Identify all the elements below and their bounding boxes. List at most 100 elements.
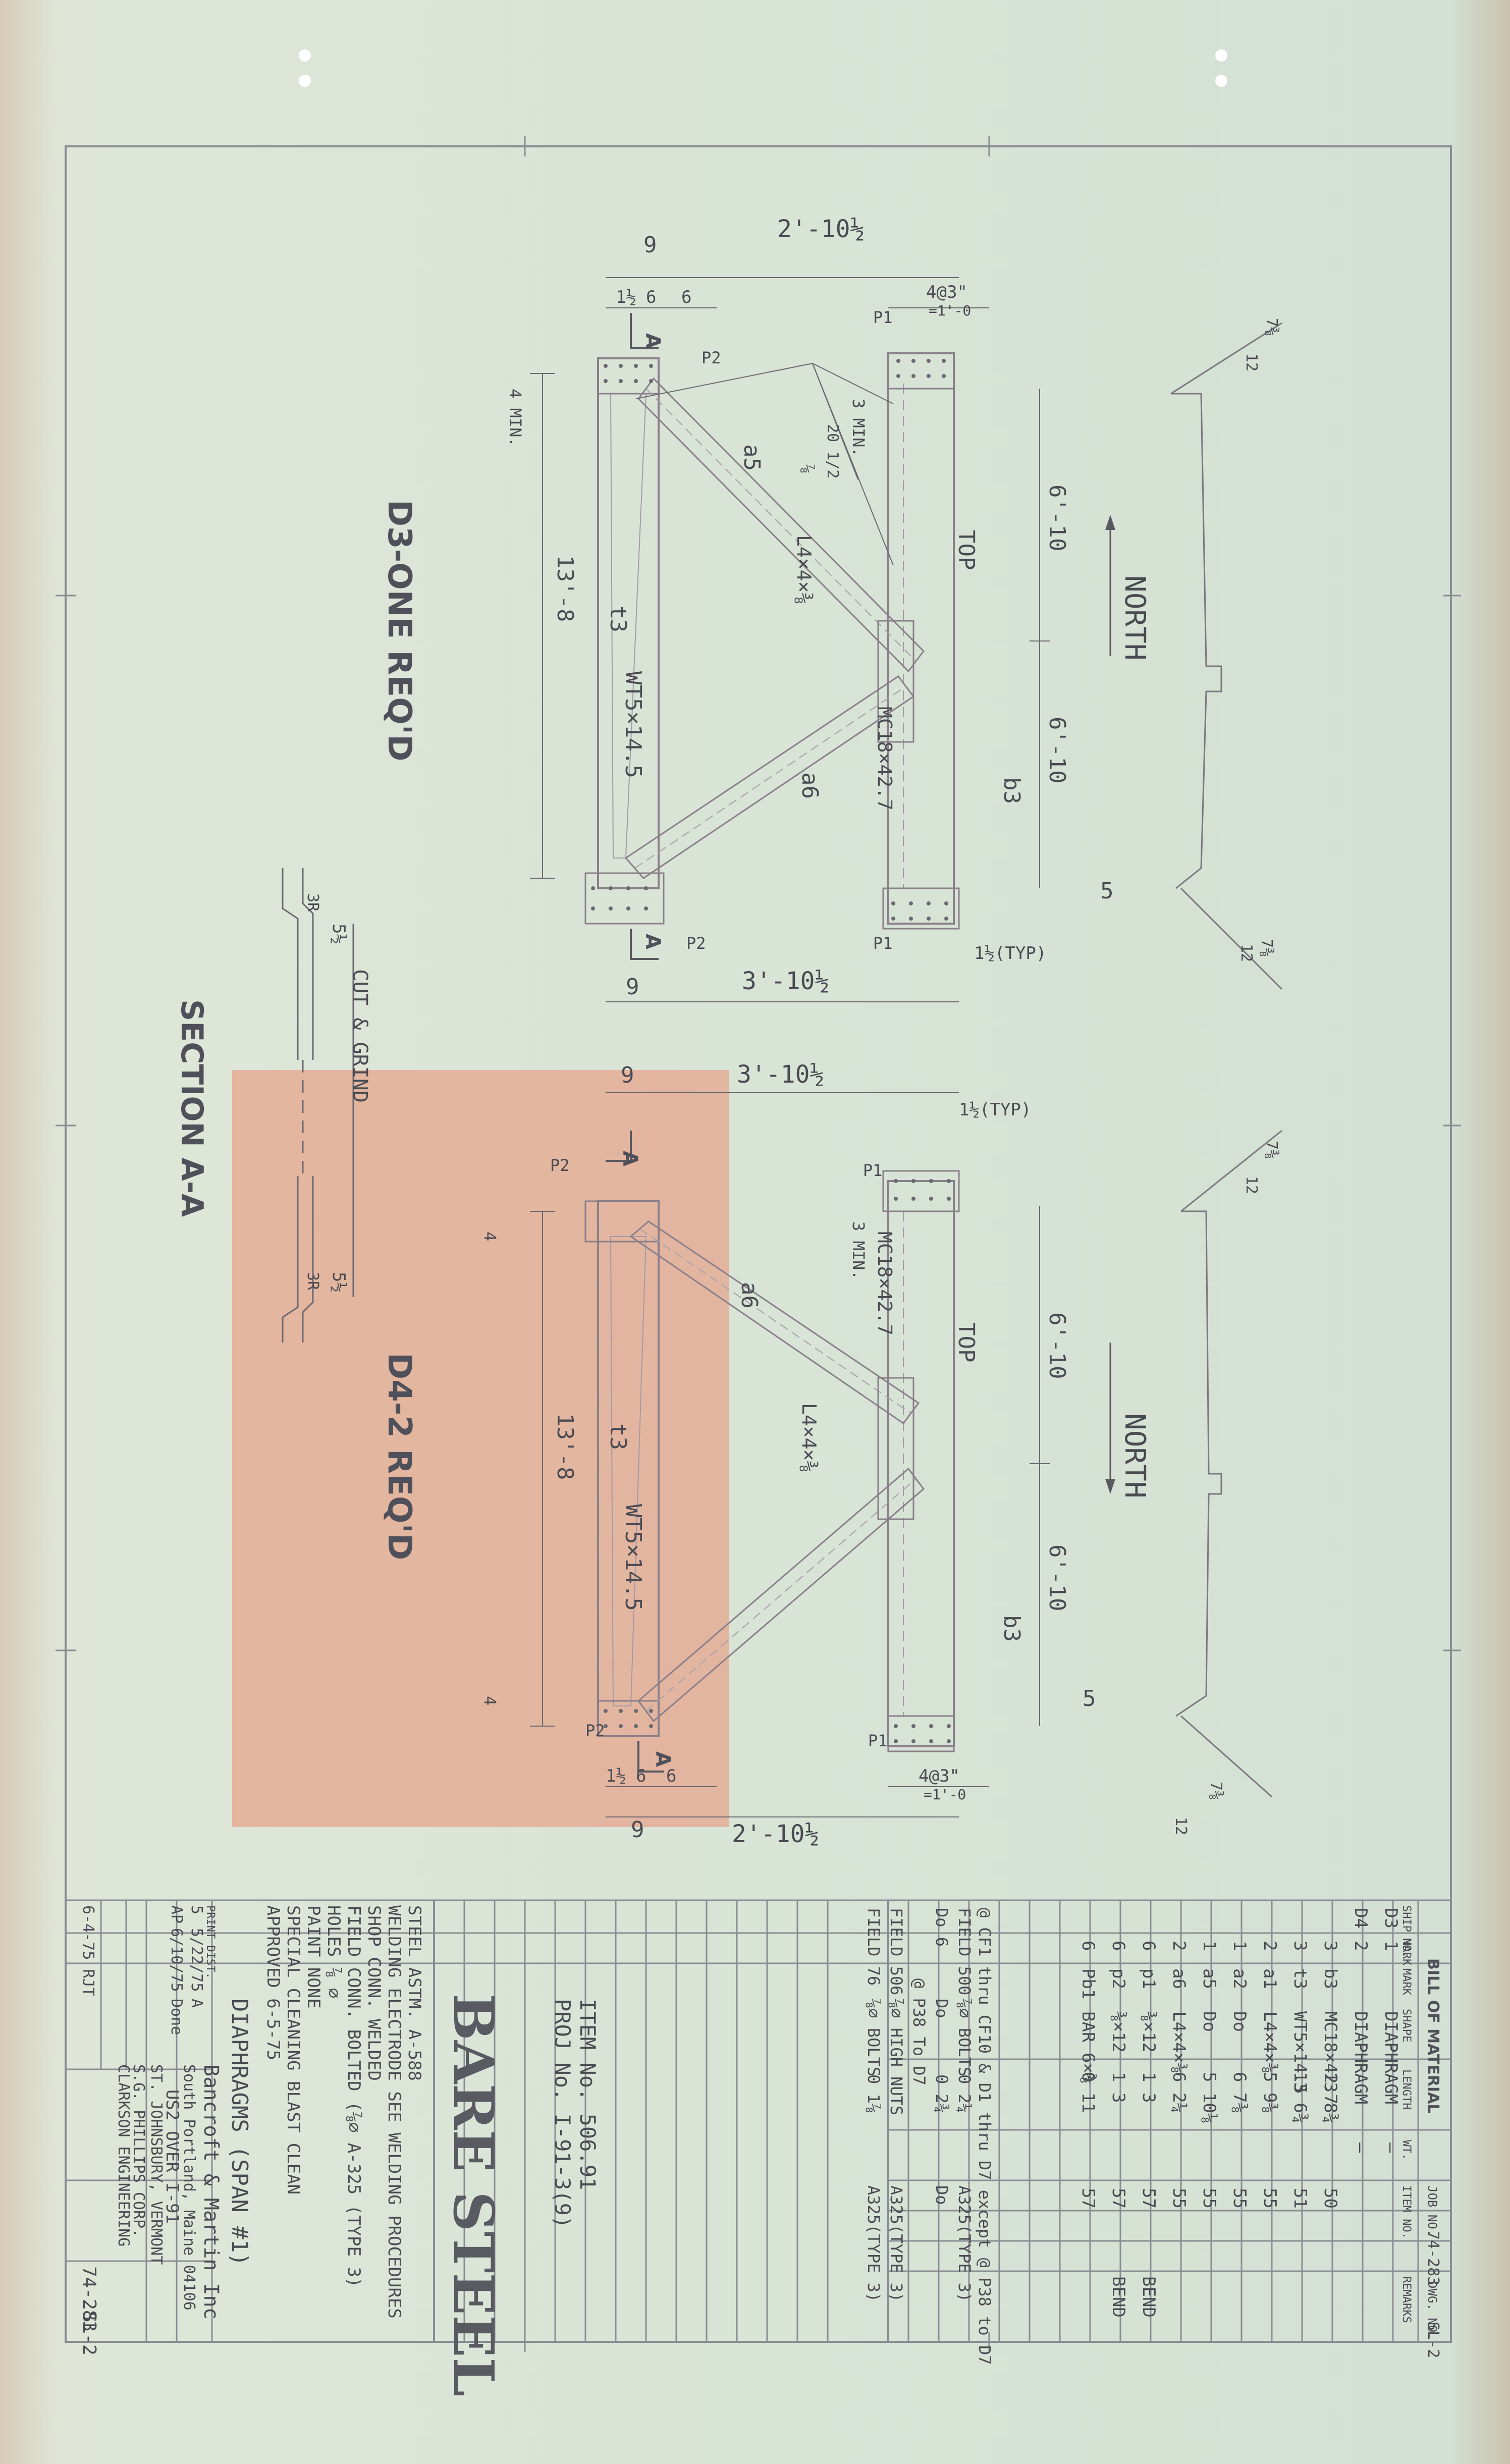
- revision-cell: A: [188, 1999, 205, 2008]
- d4-view: [530, 1092, 1282, 1817]
- field-bolt-cell: Do: [932, 2185, 951, 2205]
- bom-header-length: LENGTH: [1400, 2069, 1413, 2109]
- section-a-a-label: SECTION A-A: [174, 999, 209, 1217]
- d3-member-a5: a5: [739, 444, 765, 471]
- title-drawn: 6-4-75 RJT: [79, 1905, 97, 1997]
- d3-weld: 20 1/2: [824, 424, 841, 478]
- d4-plate-p2-top: [584, 1200, 660, 1243]
- revision-cell: 6/10/75: [168, 1928, 185, 1992]
- field-bolt-cell: 0 2¾: [932, 2074, 951, 2113]
- d4-dim-9-top: 9: [621, 1062, 634, 1088]
- bom-cell: 57: [1139, 2188, 1159, 2209]
- bom-cell: 5 9⅜: [1260, 2072, 1280, 2113]
- d4-dim-1-5: 1½: [606, 1766, 626, 1786]
- bom-cell: 6 7⅜: [1229, 2072, 1250, 2113]
- field-bolt-cell: FIELD 500: [955, 1908, 974, 1995]
- field-bolt-cell: ⅞⌀ BOLTS: [955, 1999, 974, 2076]
- d3-elevation: [1171, 393, 1222, 889]
- title-location: ST. JOHNSBURY, VERMONT: [147, 2064, 165, 2265]
- section-radius-b: 3R: [304, 1272, 321, 1291]
- title-job-no: 74-283: [79, 2266, 99, 2332]
- d3-num-5: 5: [1100, 878, 1114, 904]
- d4-center-gusset: [877, 1377, 914, 1520]
- bom-cell: 55: [1229, 2188, 1250, 2209]
- d4-dim-spacing-sub: =1'-0: [924, 1786, 966, 1803]
- d3-north-label: NORTH: [1118, 575, 1151, 661]
- d3-dim-9-top: 9: [643, 232, 657, 258]
- d3-typ: 1½(TYP): [974, 943, 1046, 963]
- bom-cell: BAR 6×⅜: [1078, 2011, 1098, 2083]
- bom-title: BILL OF MATERIAL: [1424, 1958, 1442, 2113]
- d3-slope-7-bottom: 7⅜: [1258, 939, 1275, 957]
- field-bolt-cell: ⅞⌀ HIGH NUTS: [887, 1999, 906, 2115]
- field-bolt-cell: A325(TYPE 3): [955, 2185, 974, 2302]
- d3-dim-6-b: 6: [681, 287, 691, 307]
- field-bolt-cell: ⅞⌀ BOLTS: [864, 1999, 883, 2076]
- bom-cell: a5: [1199, 1968, 1219, 1989]
- d3-dim-3min: 3 MIN.: [849, 399, 868, 457]
- d3-plate-p1-bottom: [882, 887, 960, 930]
- title-block-grid: [65, 1899, 1452, 2343]
- d4-dim-half-a: 6'-10: [1044, 1312, 1070, 1379]
- bom-header-remarks: REMARKS: [1400, 2276, 1413, 2323]
- title-customer: S.G. PHILLIPS CORP.: [130, 2064, 147, 2237]
- d4-member-a6: a6: [736, 1282, 762, 1309]
- bom-cell: 1: [1199, 1941, 1219, 1951]
- bom-cell: 51: [1290, 2188, 1310, 2209]
- bom-cell: Do: [1229, 2011, 1250, 2032]
- d3-member-b3: b3: [999, 777, 1024, 804]
- title-proj-no: PROJ No. I-91-3(9): [550, 1999, 575, 2228]
- bom-cell: DIAPHRAGM: [1381, 2011, 1401, 2104]
- field-bolt-cell: FIELD 506: [887, 1908, 906, 1995]
- bom-cell: 1: [1229, 1941, 1250, 1951]
- d4-dim-4-top: 4: [480, 1231, 500, 1241]
- title-steel-astm: STEEL ASTM. A-588: [404, 1905, 424, 2081]
- field-bolt-cell: Do 6: [932, 1908, 951, 1947]
- d4-diagonal-upper: [629, 1220, 920, 1425]
- field-bolt-cell: 0 2¼: [955, 2074, 974, 2113]
- bom-cell: 13 8¾: [1320, 2072, 1340, 2123]
- revision-cell: Done: [168, 1999, 185, 2035]
- d4-dim-6-a: 6: [636, 1766, 646, 1786]
- bom-cell: MC18×42.7: [1320, 2011, 1340, 2104]
- punch-hole: [1215, 49, 1227, 62]
- d3-center-gusset: [877, 620, 914, 743]
- bom-cell: 2: [1260, 1941, 1280, 1951]
- bom-cell: 6: [1139, 1941, 1159, 1951]
- bom-cell: 6: [1078, 1941, 1098, 1951]
- d3-section-mark-top: A: [641, 333, 664, 349]
- bom-cell: 50: [1320, 2188, 1340, 2209]
- bom-cell: 6 2¼: [1169, 2072, 1189, 2113]
- title-paint: PAINT NONE: [303, 1905, 323, 2009]
- d4-member-p2-top: P2: [550, 1156, 570, 1175]
- bom-cell: ⅜×12: [1108, 2011, 1128, 2053]
- bom-cell: 13 6¾: [1290, 2072, 1310, 2123]
- bom-cell: a6: [1169, 1968, 1189, 1989]
- d4-view-label: D4-2 REQ'D: [381, 1353, 418, 1560]
- revision-cell: 5: [188, 1905, 205, 1914]
- bom-cell: 57: [1108, 2188, 1128, 2209]
- d4-typ: 1½(TYP): [959, 1100, 1031, 1120]
- field-bolt-cell: 0 1⅞: [864, 2074, 883, 2113]
- d4-dim-6-b: 6: [666, 1766, 676, 1786]
- bom-cell: Pb1: [1078, 1968, 1098, 1999]
- title-bare-steel: BARE STEEL: [441, 1994, 506, 2396]
- bom-job-no-label: JOB NO.: [1425, 2185, 1439, 2236]
- bom-cell: D3: [1381, 1908, 1401, 1929]
- d4-diagonal-lower: [637, 1467, 925, 1723]
- bom-cell: 55: [1169, 2188, 1189, 2209]
- bom-header-mark: MARK: [1400, 1968, 1413, 1996]
- d4-member-t3: t3: [605, 1423, 631, 1450]
- d4-member-p1-top: P1: [863, 1161, 883, 1180]
- d4-section-mark-top: A: [618, 1151, 641, 1166]
- title-job: US2 OVER I-91: [162, 2090, 182, 2224]
- bom-dwg-no: SL-2: [1424, 2322, 1442, 2358]
- d3-dim-top-total: 2'-10½: [777, 215, 865, 243]
- d4-dim-half-b: 6'-10: [1044, 1544, 1070, 1611]
- bom-header-ship-mark: SHIP MARK: [1400, 1905, 1413, 1966]
- bom-cell: 2: [1351, 1941, 1371, 1951]
- bom-cell: DIAPHRAGM: [1351, 2011, 1371, 2104]
- section-cut-grind-note: CUT & GRIND: [348, 969, 371, 1103]
